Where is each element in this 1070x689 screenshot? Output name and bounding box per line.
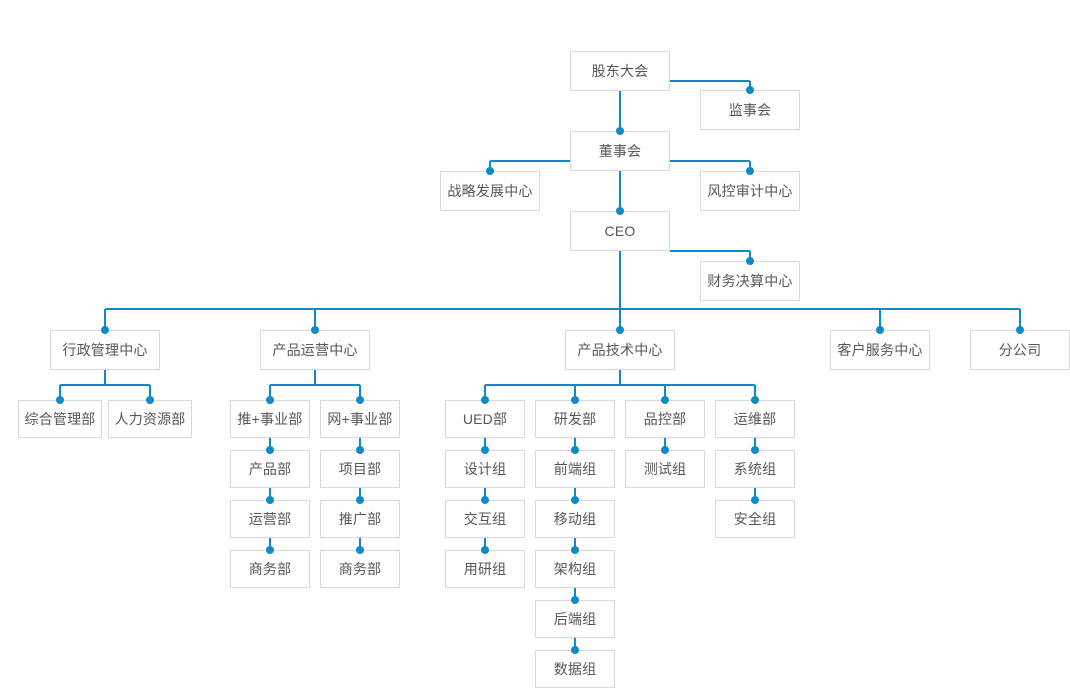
org-node[interactable]: 架构组 xyxy=(535,550,615,588)
connector-dot xyxy=(746,86,754,94)
connector-dot xyxy=(746,167,754,175)
org-node[interactable]: 董事会 xyxy=(570,131,670,171)
org-node[interactable]: 移动组 xyxy=(535,500,615,538)
connector-dot xyxy=(101,326,109,334)
org-node[interactable]: 产品技术中心 xyxy=(565,330,675,370)
org-node[interactable]: 用研组 xyxy=(445,550,525,588)
org-node[interactable]: 品控部 xyxy=(625,400,705,438)
connector-dot xyxy=(266,496,274,504)
connector-dot xyxy=(266,396,274,404)
connector-dot xyxy=(311,326,319,334)
connector-dot xyxy=(481,446,489,454)
connector-dot xyxy=(146,396,154,404)
org-node[interactable]: 行政管理中心 xyxy=(50,330,160,370)
connector-dot xyxy=(876,326,884,334)
org-node[interactable]: 推+事业部 xyxy=(230,400,310,438)
org-node[interactable]: 运维部 xyxy=(715,400,795,438)
connector-dot xyxy=(356,446,364,454)
org-node[interactable]: 商务部 xyxy=(230,550,310,588)
org-node[interactable]: 交互组 xyxy=(445,500,525,538)
org-node[interactable]: 安全组 xyxy=(715,500,795,538)
org-node[interactable]: 数据组 xyxy=(535,650,615,688)
connector-dot xyxy=(571,446,579,454)
connector-dot xyxy=(356,396,364,404)
org-node[interactable]: 商务部 xyxy=(320,550,400,588)
org-node[interactable]: 运营部 xyxy=(230,500,310,538)
connector-dot xyxy=(571,546,579,554)
org-node[interactable]: 战略发展中心 xyxy=(440,171,540,211)
connector-dot xyxy=(661,396,669,404)
connector-dot xyxy=(746,257,754,265)
connector-dot xyxy=(356,496,364,504)
org-node[interactable]: 财务决算中心 xyxy=(700,261,800,301)
org-node[interactable]: 分公司 xyxy=(970,330,1070,370)
connector-dot xyxy=(616,127,624,135)
org-node[interactable]: 客户服务中心 xyxy=(830,330,930,370)
connector-dot xyxy=(481,396,489,404)
connector-dot xyxy=(481,496,489,504)
org-node[interactable]: 人力资源部 xyxy=(108,400,192,438)
org-node[interactable]: 后端组 xyxy=(535,600,615,638)
org-node[interactable]: 推广部 xyxy=(320,500,400,538)
org-node[interactable]: 风控审计中心 xyxy=(700,171,800,211)
connector-dot xyxy=(356,546,364,554)
connector-dot xyxy=(616,326,624,334)
org-node[interactable]: 系统组 xyxy=(715,450,795,488)
connector-dot xyxy=(571,496,579,504)
connector-dot xyxy=(486,167,494,175)
org-node[interactable]: UED部 xyxy=(445,400,525,438)
org-node[interactable]: 前端组 xyxy=(535,450,615,488)
connector-dot xyxy=(616,207,624,215)
org-node[interactable]: 项目部 xyxy=(320,450,400,488)
org-node[interactable]: 监事会 xyxy=(700,90,800,130)
connector-dot xyxy=(1016,326,1024,334)
org-node[interactable]: 综合管理部 xyxy=(18,400,102,438)
connector-dot xyxy=(266,546,274,554)
org-node[interactable]: 研发部 xyxy=(535,400,615,438)
connector-dot xyxy=(571,396,579,404)
connector-dot xyxy=(751,496,759,504)
org-node[interactable]: 产品运营中心 xyxy=(260,330,370,370)
connector-dot xyxy=(751,446,759,454)
connector-dot xyxy=(266,446,274,454)
org-node[interactable]: 设计组 xyxy=(445,450,525,488)
org-node[interactable]: 股东大会 xyxy=(570,51,670,91)
org-node[interactable]: 网+事业部 xyxy=(320,400,400,438)
org-node[interactable]: 测试组 xyxy=(625,450,705,488)
org-node[interactable]: CEO xyxy=(570,211,670,251)
connector-dot xyxy=(56,396,64,404)
connector-dot xyxy=(571,596,579,604)
connector-dot xyxy=(661,446,669,454)
connector-dot xyxy=(751,396,759,404)
connector-dot xyxy=(571,646,579,654)
connector-dot xyxy=(481,546,489,554)
org-node[interactable]: 产品部 xyxy=(230,450,310,488)
